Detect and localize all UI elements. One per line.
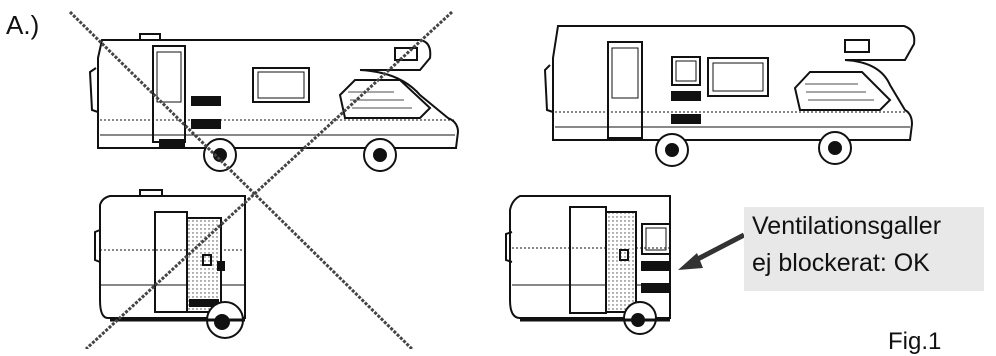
motorhome-rear-ok xyxy=(506,196,670,334)
arrow-pointer xyxy=(678,235,744,270)
callout-text-line2: ej blockerat: OK xyxy=(752,249,930,278)
callout-text-line1: Ventilationsgaller xyxy=(752,212,941,241)
motorhome-side-ok xyxy=(545,26,914,166)
figure-part-label: A.) xyxy=(6,10,39,41)
motorhome-rear-blocked xyxy=(95,190,245,338)
motorhome-side-blocked xyxy=(90,34,458,171)
figure-caption: Fig.1 xyxy=(888,328,941,356)
